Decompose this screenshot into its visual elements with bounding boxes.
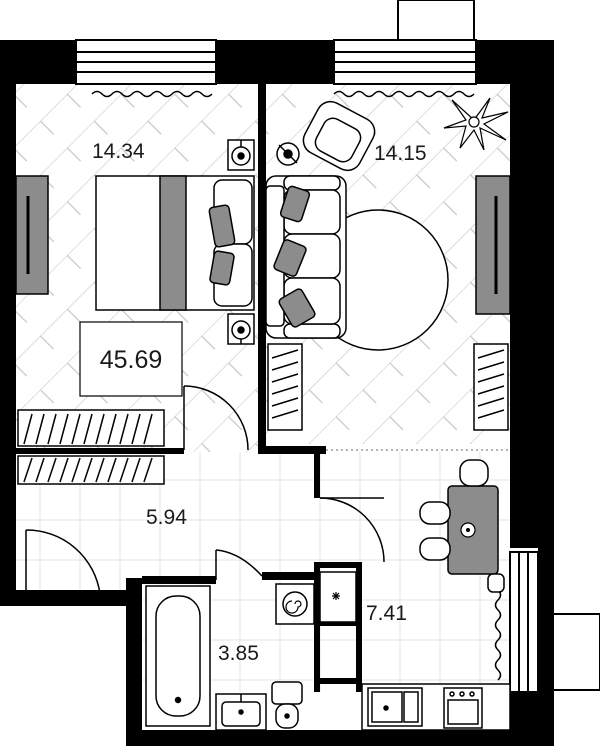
curtain-kitchen (494, 579, 502, 681)
shelf-living-right (473, 343, 509, 431)
wardrobe-entry (17, 455, 165, 485)
total-area-box (79, 321, 183, 397)
tv-living (475, 175, 511, 315)
curtain-living (333, 90, 475, 98)
interior-walls (16, 84, 362, 692)
armchair (302, 100, 376, 172)
curtain-bedroom (91, 90, 213, 98)
nightstand-lamp-bottom (227, 313, 255, 345)
plant-icon (443, 97, 509, 151)
bathroom-sink (215, 693, 267, 731)
window-living (333, 39, 477, 85)
bathtub (145, 585, 211, 727)
toilet (271, 681, 303, 729)
nightstand-lamp-top (227, 139, 255, 171)
door-entrance (25, 529, 101, 595)
wardrobe-hall (17, 409, 165, 447)
room-area-bathroom: 3.85 (218, 642, 259, 665)
sofa-cushions (273, 185, 316, 328)
floor-lamp (276, 142, 300, 166)
door-living-kitchen (319, 497, 385, 563)
window-kitchen (509, 551, 539, 693)
total-area-label: 45.69 (100, 346, 163, 374)
room-area-hallway: 5.94 (146, 506, 187, 529)
window-bedroom (75, 39, 217, 85)
room-area-living: 14.15 (374, 142, 427, 165)
dining-table (447, 485, 499, 575)
washing-machine (275, 583, 315, 625)
door-bedroom (183, 385, 249, 451)
fridge (319, 571, 357, 623)
room-area-bedroom: 14.34 (92, 140, 145, 163)
kitchen-window-sill (510, 692, 538, 746)
door-bathroom (215, 549, 263, 580)
shelf-living-left (267, 343, 303, 431)
tv-bedroom (15, 175, 49, 295)
kitchen-counter (361, 683, 511, 731)
dining-chairs (419, 459, 505, 593)
double-bed (95, 175, 255, 311)
balcony-right (549, 613, 600, 691)
room-area-kitchen: 7.41 (366, 602, 407, 625)
balcony-top (397, 0, 475, 41)
